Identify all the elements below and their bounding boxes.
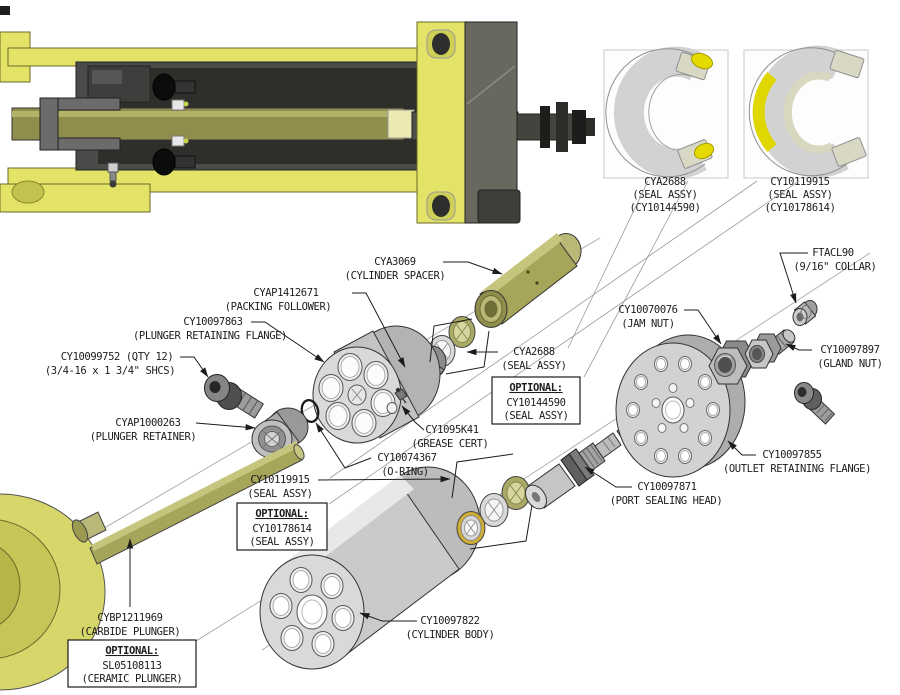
- part-outlet-retaining-flange: [615, 334, 746, 478]
- inset-seal-images: CYA2688 (SEAL ASSY) (CY10144590) CY10119…: [603, 45, 869, 214]
- label-cylinder-spacer-name: (CYLINDER SPACER): [345, 270, 446, 282]
- optional-title-3: OPTIONAL:: [105, 645, 158, 657]
- label-gland-nut-name: (GLAND NUT): [817, 358, 882, 370]
- leader-jam-nut: [684, 309, 722, 345]
- part-plunger-retaining-flange: [312, 325, 441, 444]
- label-seal-cy10119915-number: CY10119915: [250, 474, 309, 486]
- optional-title-1: OPTIONAL:: [509, 382, 562, 394]
- label-o-ring-number: CY10074367: [377, 452, 436, 464]
- leader-o-ring: [315, 422, 372, 469]
- optional-title-2: OPTIONAL:: [255, 508, 308, 520]
- label-seal-cya2688-name: (SEAL ASSY): [501, 360, 566, 372]
- leader-outlet-retaining-flange: [727, 440, 756, 456]
- optional-number-3: SL05108113: [102, 660, 161, 672]
- label-seal-cya2688-number: CYA2688: [513, 346, 555, 358]
- inset2-part-name: (SEAL ASSY): [767, 189, 832, 201]
- association-lines: [195, 180, 800, 642]
- label-gland-nut-number: CY10097897: [820, 344, 879, 356]
- label-port-sealing-head-name: (PORT SEALING HEAD): [610, 495, 723, 507]
- optional-name-2: (SEAL ASSY): [249, 536, 314, 548]
- inset1-alt-number: (CY10144590): [629, 202, 700, 214]
- inset-caption-2: CY10119915 (SEAL ASSY) (CY10178614): [764, 176, 835, 214]
- optional-number-2: CY10178614: [252, 523, 311, 535]
- label-outlet-retaining-flange-name: (OUTLET RETAINING FLANGE): [723, 463, 871, 475]
- leader-seal-cy10119915: [317, 475, 451, 483]
- label-jam-nut-number: CY10070076: [618, 304, 677, 316]
- optional-box-cy10178614: OPTIONAL: CY10178614 (SEAL ASSY): [236, 502, 328, 551]
- label-grease-cert-number: CY1095K41: [425, 424, 478, 436]
- part-labels: CYA3069 (CYLINDER SPACER) CYAP1412671 (P…: [45, 247, 883, 641]
- leader-port-sealing-head: [584, 466, 632, 488]
- part-collar: [792, 300, 818, 326]
- leader-cylinder-spacer: [443, 261, 503, 275]
- cross-section-view: [0, 6, 595, 224]
- label-seal-cy10119915-name: (SEAL ASSY): [247, 488, 312, 500]
- part-carbide-plunger: [71, 441, 305, 565]
- leader-packing-follower: [352, 292, 406, 368]
- label-packing-follower-number: CYAP1412671: [253, 287, 318, 299]
- seal-ring-art-2: [748, 45, 867, 178]
- label-shcs-number: CY10099752 (QTY 12): [61, 351, 174, 363]
- optional-number-1: CY10144590: [506, 397, 565, 409]
- optional-name-1: (SEAL ASSY): [503, 410, 568, 422]
- label-grease-cert-name: (GREASE CERT): [412, 438, 489, 450]
- optional-box-sl05108113: OPTIONAL: SL05108113 (CERAMIC PLUNGER): [67, 639, 197, 688]
- inset2-alt-number: (CY10178614): [764, 202, 835, 214]
- part-shcs-bolt: [204, 374, 264, 419]
- label-carbide-plunger-name: (CARBIDE PLUNGER): [80, 626, 181, 638]
- label-carbide-plunger-number: CYBP1211969: [97, 612, 162, 624]
- part-grease-cert: [394, 387, 408, 404]
- label-jam-nut-name: (JAM NUT): [621, 318, 674, 330]
- label-plunger-retainer-name: (PLUNGER RETAINER): [90, 431, 197, 443]
- label-o-ring-name: (O-RING): [381, 466, 428, 478]
- label-plunger-retainer-number: CYAP1000263: [115, 417, 180, 429]
- optional-name-3: (CERAMIC PLUNGER): [82, 673, 183, 685]
- leader-shcs: [180, 356, 209, 378]
- part-cylinder-body: [259, 466, 481, 670]
- leader-lines: [126, 252, 812, 622]
- label-cylinder-body-number: CY10097822: [420, 615, 479, 627]
- leader-plunger-retaining-flange: [251, 321, 325, 363]
- label-cylinder-body-name: (CYLINDER BODY): [406, 629, 495, 641]
- optional-box-cy10144590: OPTIONAL: CY10144590 (SEAL ASSY): [491, 376, 581, 425]
- label-shcs-name: (3/4-16 x 1 3/4" SHCS): [45, 365, 175, 377]
- inset-caption-1: CYA2688 (SEAL ASSY) (CY10144590): [629, 176, 700, 214]
- leader-cylinder-body: [359, 612, 417, 622]
- label-plunger-retaining-flange-name: (PLUNGER RETAINING FLANGE): [133, 330, 287, 342]
- leader-collar: [779, 252, 808, 304]
- part-gland-nut: [744, 329, 796, 369]
- seal-ring-art-1: [605, 46, 715, 179]
- inset2-part-number: CY10119915: [770, 176, 829, 188]
- inset1-part-name: (SEAL ASSY): [632, 189, 697, 201]
- label-packing-follower-name: (PACKING FOLLOWER): [225, 301, 332, 313]
- label-plunger-retaining-flange-number: CY10097863: [183, 316, 242, 328]
- label-collar-number: FTACL90: [812, 247, 854, 259]
- part-flange-screw: [794, 382, 836, 425]
- label-collar-name: (9/16" COLLAR): [794, 261, 877, 273]
- inset1-part-number: CYA2688: [644, 176, 686, 188]
- label-port-sealing-head-number: CY10097871: [637, 481, 696, 493]
- label-outlet-retaining-flange-number: CY10097855: [762, 449, 821, 461]
- part-jam-nut: [708, 340, 756, 385]
- leader-gland-nut: [785, 343, 812, 351]
- leader-grease-cert: [401, 405, 425, 431]
- leader-plunger-retainer: [195, 422, 256, 431]
- part-seal-rings-cy10119915: [456, 476, 531, 545]
- label-cylinder-spacer-number: CYA3069: [374, 256, 416, 268]
- brackets: [429, 318, 533, 550]
- part-cylinder-spacer: [474, 233, 582, 328]
